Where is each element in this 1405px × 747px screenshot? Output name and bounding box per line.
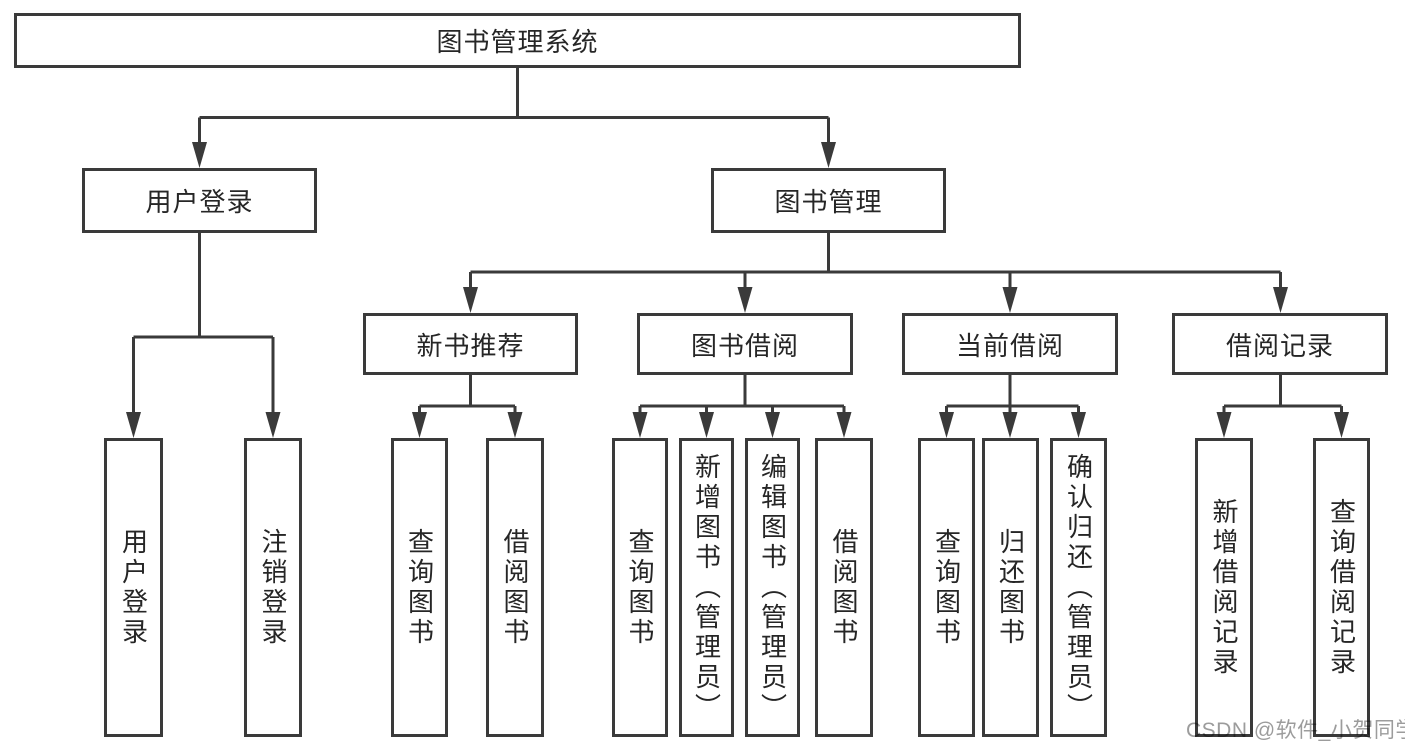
leaf-search-books-borrow: 查询图书 (612, 438, 668, 737)
leaf-logout: 注销登录 (244, 438, 302, 737)
leaf-search-books-recommend: 查询图书 (391, 438, 448, 737)
leaf-confirm-return-admin: 确认归还（管理员） (1050, 438, 1107, 737)
leaf-return-books: 归还图书 (982, 438, 1039, 737)
leaf-borrow-books: 借阅图书 (815, 438, 873, 737)
node-library-management-system: 图书管理系统 (14, 13, 1021, 68)
leaf-search-borrow-record: 查询借阅记录 (1313, 438, 1370, 737)
leaf-add-borrow-record: 新增借阅记录 (1195, 438, 1253, 737)
node-book-management: 图书管理 (711, 168, 946, 233)
leaf-edit-books-admin: 编辑图书（管理员） (745, 438, 800, 737)
node-book-borrowing: 图书借阅 (637, 313, 853, 375)
node-current-borrowing: 当前借阅 (902, 313, 1118, 375)
connector-paths (132, 68, 1343, 415)
node-user-login: 用户登录 (82, 168, 317, 233)
csdn-watermark: CSDN @软件_小贺同学 (1186, 719, 1405, 742)
leaf-user-login: 用户登录 (104, 438, 163, 737)
leaf-add-books-admin: 新增图书（管理员） (679, 438, 734, 737)
node-borrowing-records: 借阅记录 (1172, 313, 1388, 375)
leaf-search-books-current: 查询图书 (918, 438, 975, 737)
leaf-borrow-books-recommend: 借阅图书 (486, 438, 544, 737)
node-new-book-recommendation: 新书推荐 (363, 313, 578, 375)
